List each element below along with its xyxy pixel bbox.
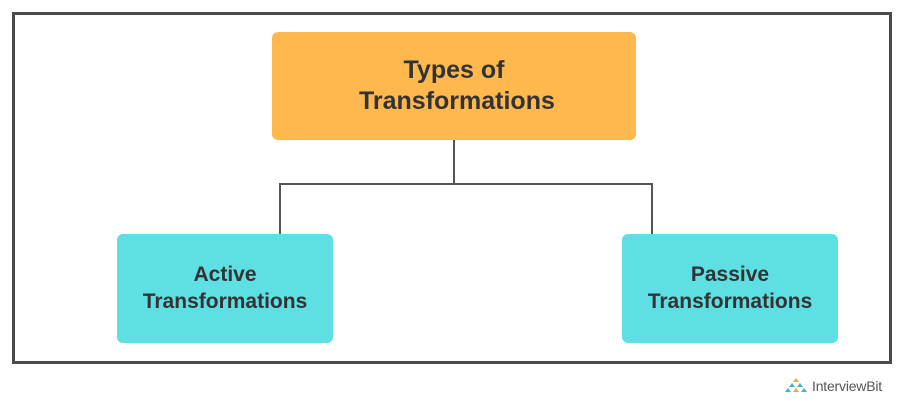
root-node-types-of-transformations: Types of Transformations bbox=[272, 32, 636, 140]
child-node-passive-transformations: Passive Transformations bbox=[622, 234, 838, 343]
child-node-label-active: Active Transformations bbox=[142, 263, 308, 313]
logo-text: InterviewBit bbox=[812, 378, 882, 394]
interviewbit-logo: InterviewBit bbox=[784, 377, 882, 395]
root-node-label: Types of Transformations bbox=[359, 55, 555, 115]
child-node-active-transformations: Active Transformations bbox=[117, 234, 333, 343]
interviewbit-logo-icon bbox=[785, 378, 807, 392]
child-node-label-passive: Passive Transformations bbox=[647, 263, 813, 313]
